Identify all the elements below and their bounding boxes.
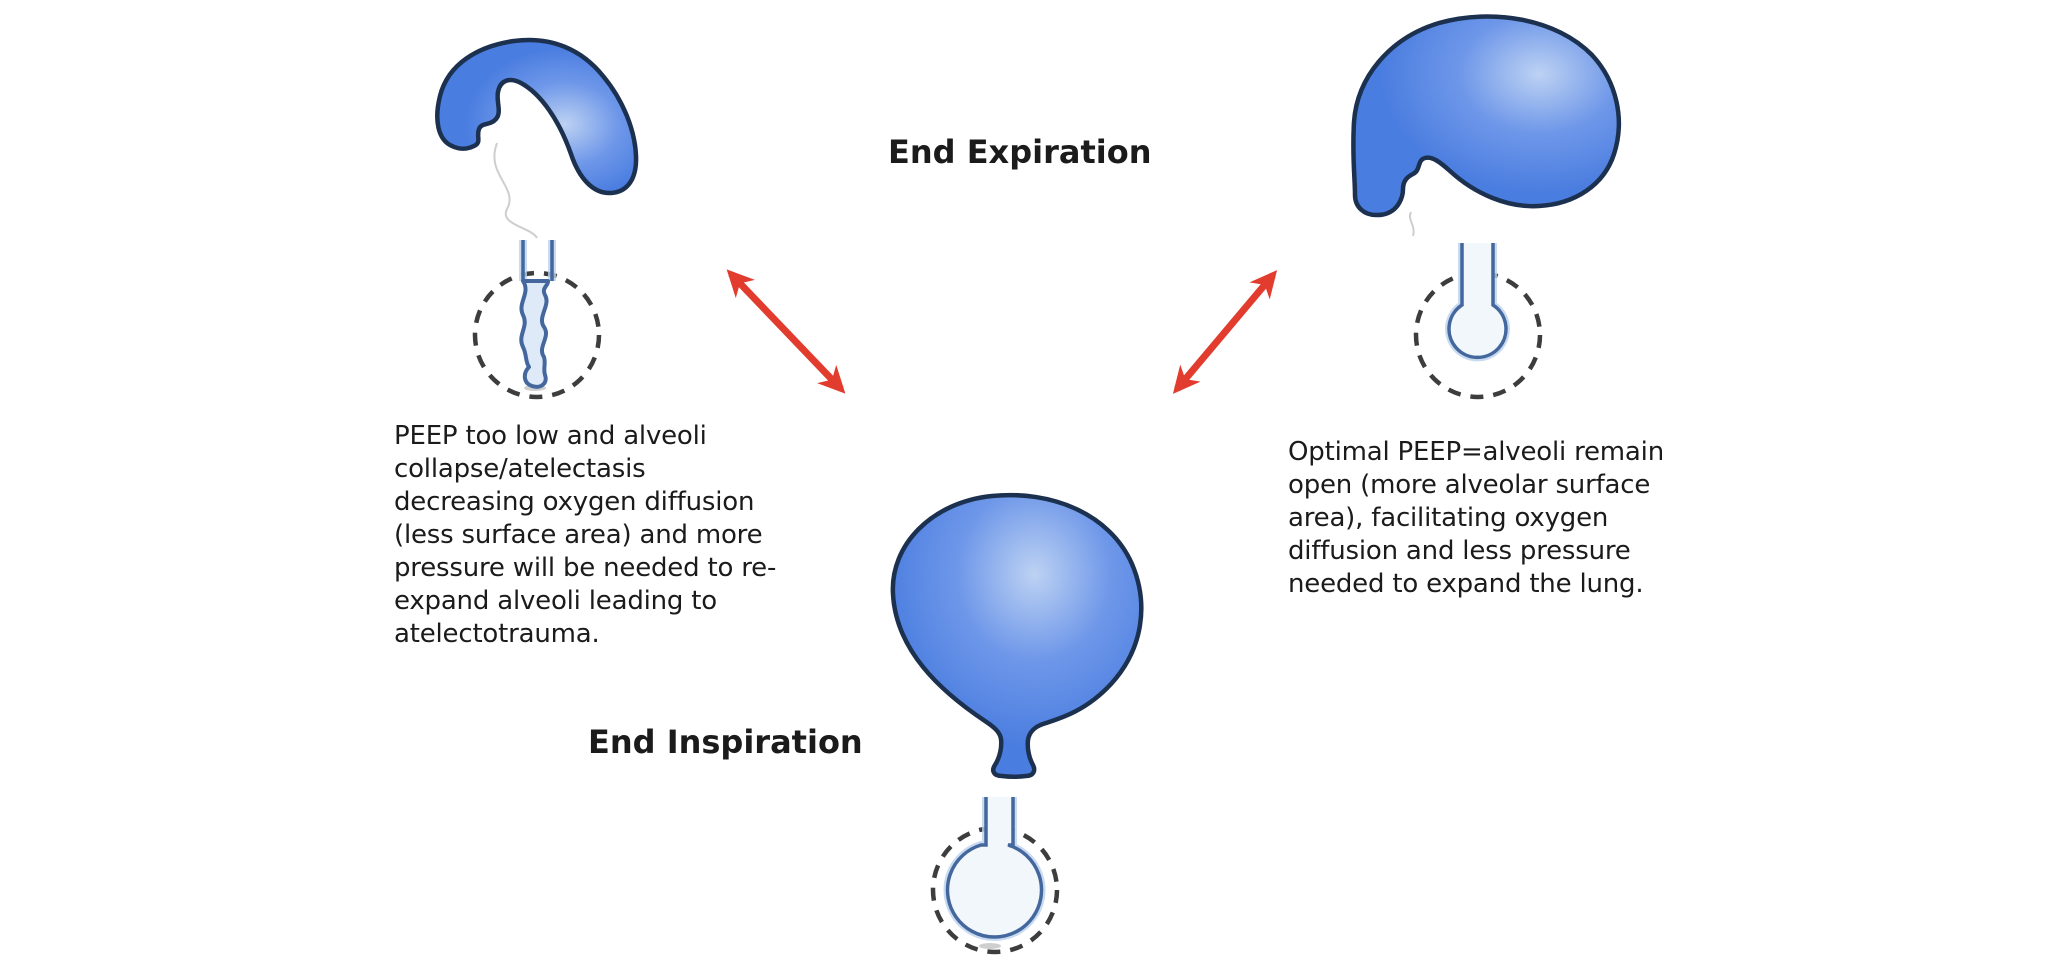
shadow-smudge: [979, 943, 1001, 949]
balloon-thread-icon: [1409, 211, 1415, 237]
collapsed-alveolus-icon: [519, 279, 551, 389]
alveolus-boundary-dashed-circle: [472, 270, 602, 400]
caption-line: collapse/atelectasis: [394, 454, 646, 484]
caption-line: (less surface area) and more: [394, 520, 763, 550]
caption-line: expand alveoli leading to: [394, 586, 717, 616]
expanded-alveolus-icon: [945, 797, 1044, 939]
low-peep-caption: PEEP too low and alveoli collapse/atelec…: [394, 420, 776, 651]
caption-line: decreasing oxygen diffusion: [394, 487, 755, 517]
caption-line: open (more alveolar surface: [1288, 470, 1651, 500]
end-expiration-label: End Expiration: [888, 133, 1152, 171]
caption-line: diffusion and less pressure: [1288, 536, 1631, 566]
deflated-thread-icon: [493, 142, 538, 239]
inflated-balloon-icon: [890, 492, 1144, 779]
optimal-balloon-shape: [1351, 14, 1622, 218]
double-arrow-left-icon: [726, 269, 846, 394]
expanded-alveolus-illustration: [930, 797, 1060, 955]
double-arrow-right-icon: [1172, 270, 1278, 394]
caption-line: PEEP too low and alveoli: [394, 421, 707, 451]
open-alveolus-icon: [1447, 243, 1508, 360]
deflated-balloon-shape: [435, 37, 639, 196]
airway-tube-icon: [519, 240, 556, 281]
inflated-balloon-shape: [890, 492, 1144, 779]
caption-line: Optimal PEEP=alveoli remain: [1288, 437, 1664, 467]
caption-line: pressure will be needed to re-: [394, 553, 777, 583]
caption-line: atelectotrauma.: [394, 619, 600, 649]
alveolus-boundary-dashed-circle: [1413, 270, 1543, 400]
alveolus-boundary-dashed-circle: [930, 825, 1060, 955]
caption-line: area), facilitating oxygen: [1288, 503, 1609, 533]
end-inspiration-label: End Inspiration: [588, 723, 863, 761]
open-alveolus-illustration: [1409, 211, 1543, 400]
optimal-peep-caption: Optimal PEEP=alveoli remain open (more a…: [1288, 436, 1664, 601]
collapsed-alveolus-illustration: [472, 142, 602, 400]
caption-line: needed to expand the lung.: [1288, 569, 1644, 599]
deflated-balloon-icon: [435, 37, 639, 196]
optimal-balloon-icon: [1351, 14, 1622, 218]
